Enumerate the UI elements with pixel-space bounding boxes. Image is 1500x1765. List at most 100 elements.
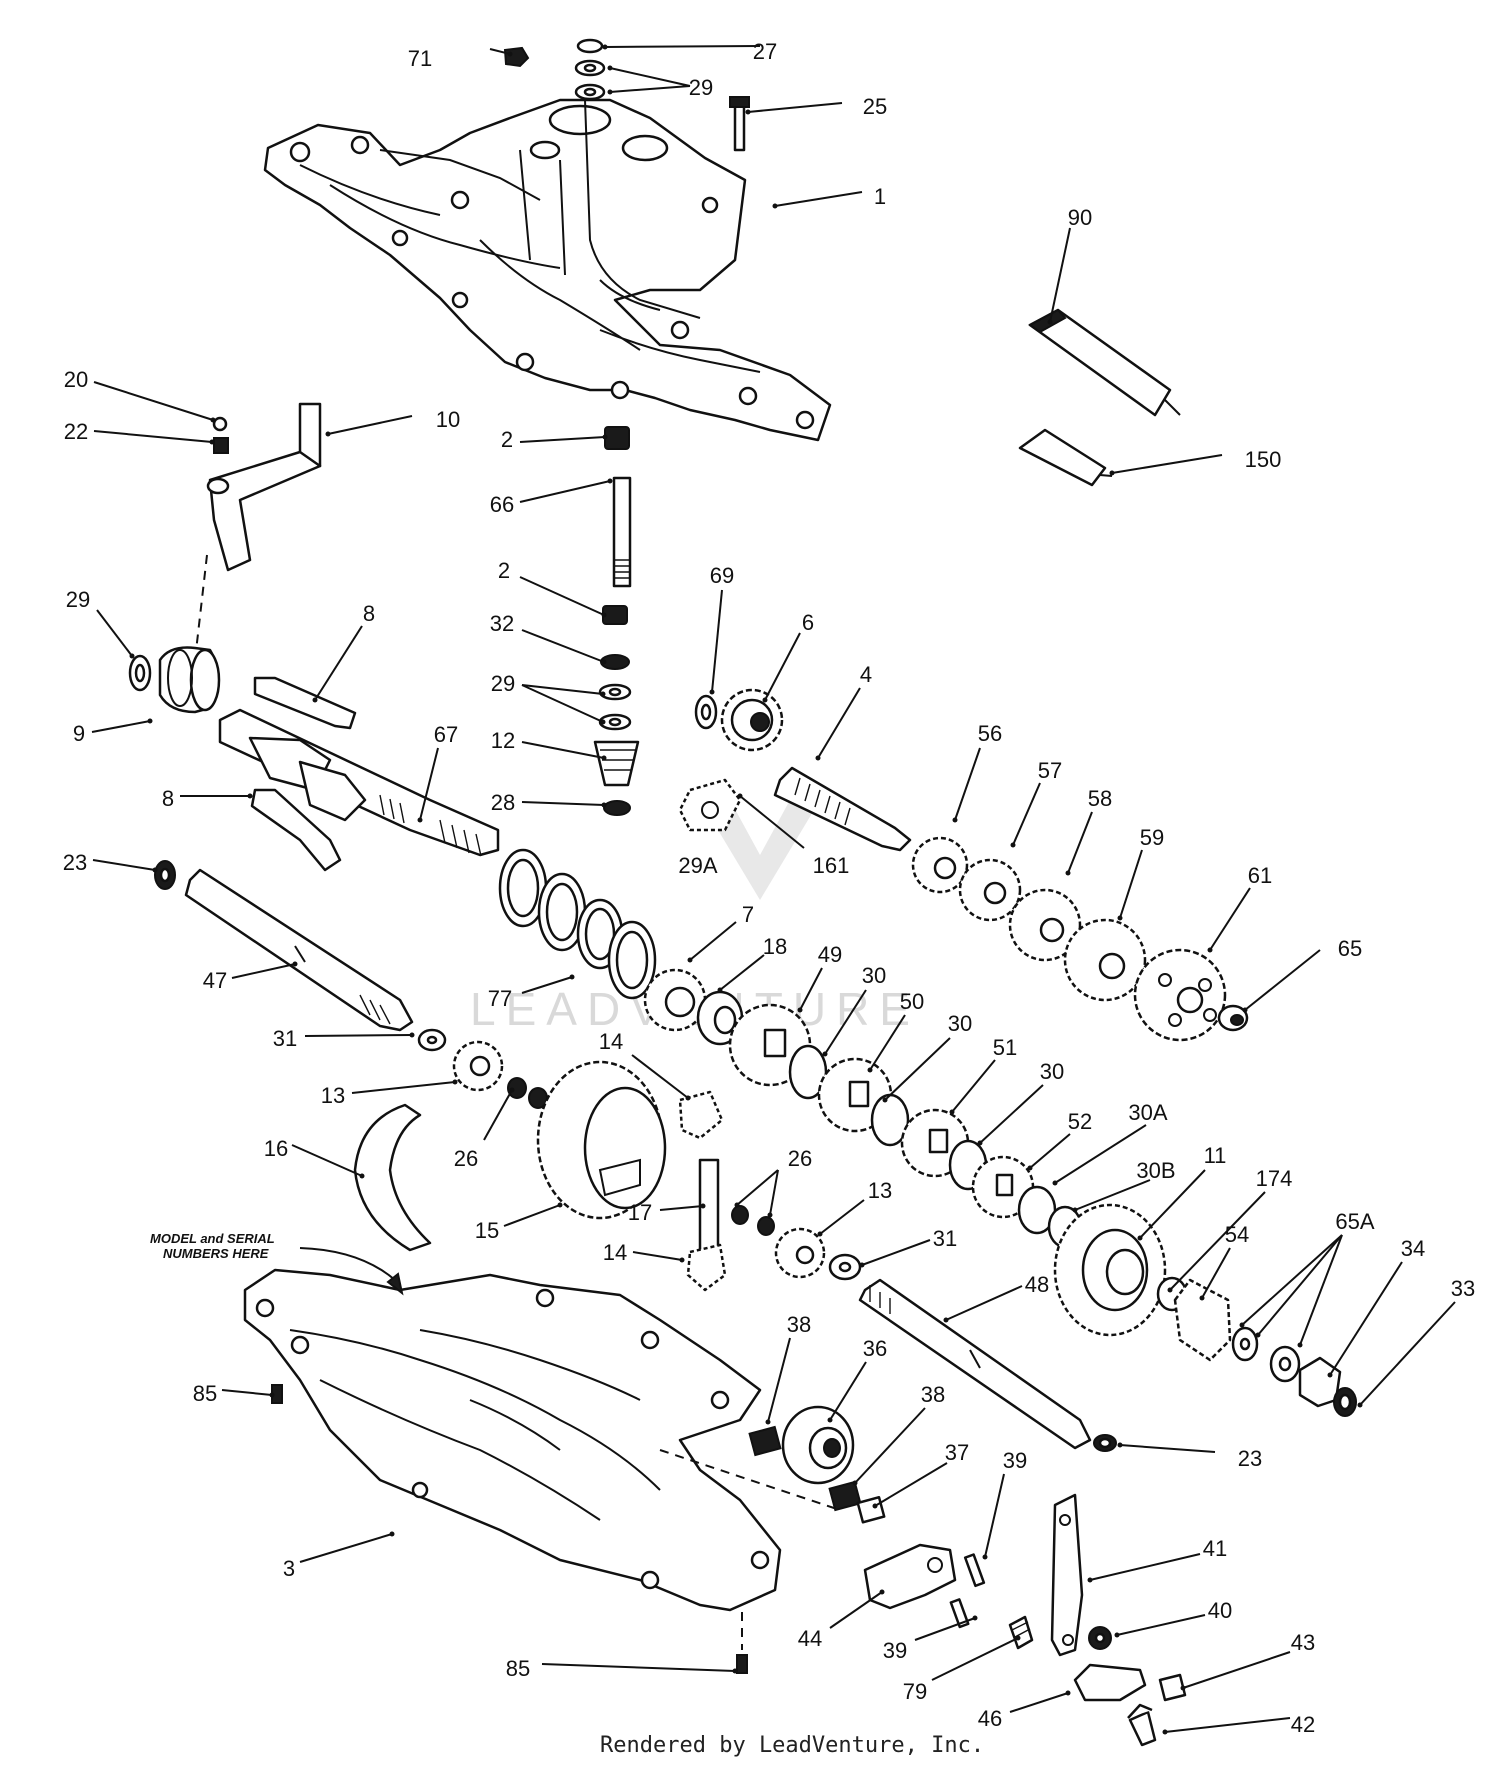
leader-tip-c39b xyxy=(972,1615,978,1621)
callout-c20: 20 xyxy=(64,367,88,392)
callout-c7: 7 xyxy=(742,902,754,927)
leader-tip-c4 xyxy=(815,755,821,761)
leader-line-c23b xyxy=(1119,1444,1216,1453)
leader-line-c37 xyxy=(874,1462,948,1507)
leader-tip-c71 xyxy=(507,51,513,57)
leader-tip-c25 xyxy=(745,109,751,115)
callout-c52: 52 xyxy=(1068,1109,1092,1134)
leader-line-c79 xyxy=(931,1637,1019,1681)
leader-line-c54 xyxy=(1201,1247,1231,1299)
callout-c65: 65 xyxy=(1338,936,1362,961)
callout-c17: 17 xyxy=(628,1200,652,1225)
callout-c3: 3 xyxy=(283,1556,295,1581)
leader-tip-c47 xyxy=(292,961,298,967)
leader-tip-c9 xyxy=(147,718,153,724)
leader-line-c38a xyxy=(767,1337,791,1423)
leader-tip-c57 xyxy=(1010,842,1016,848)
callout-c39a: 39 xyxy=(1003,1448,1027,1473)
leader-line-c13b xyxy=(819,1199,865,1235)
leader-tip-c46 xyxy=(1065,1690,1071,1696)
leader-line-c12 xyxy=(521,741,605,759)
leader-line-c65A3 xyxy=(1241,1234,1343,1326)
leader-tip-c30a xyxy=(822,1051,828,1057)
leader-tip-c65 xyxy=(1242,1007,1248,1013)
leader-tip-c26a xyxy=(509,1087,515,1093)
callout-c41: 41 xyxy=(1203,1536,1227,1561)
leader-line-c25 xyxy=(747,102,843,113)
leader-tip-c51 xyxy=(949,1109,955,1115)
callout-c30A: 30A xyxy=(1128,1100,1167,1125)
callout-c14b: 14 xyxy=(603,1240,627,1265)
vertical-shaft-stack xyxy=(593,426,640,816)
leader-tip-c38b xyxy=(852,1480,858,1486)
leader-tip-c30A xyxy=(1052,1180,1058,1186)
leader-line-c49 xyxy=(799,967,823,1011)
callout-c85a: 85 xyxy=(193,1381,217,1406)
leader-line-c30B xyxy=(1074,1179,1151,1211)
lower-housing xyxy=(243,1268,841,1674)
callout-c37: 37 xyxy=(945,1440,969,1465)
callout-c13a: 13 xyxy=(321,1083,345,1108)
leader-line-c57 xyxy=(1012,782,1041,846)
callout-c18: 18 xyxy=(763,934,787,959)
leader-line-c30c xyxy=(979,1084,1044,1144)
leader-tip-c36 xyxy=(827,1417,833,1423)
leader-line-c46 xyxy=(1009,1692,1069,1713)
leader-line-c10 xyxy=(327,415,413,435)
callout-c65A: 65A xyxy=(1335,1209,1374,1234)
gear-stack-upper xyxy=(911,836,1249,1042)
callout-c43: 43 xyxy=(1291,1630,1315,1655)
leader-line-c4 xyxy=(817,687,861,759)
rings-77 xyxy=(498,848,657,1000)
leader-tip-c2a xyxy=(602,434,608,440)
leader-line-c2a xyxy=(519,436,606,443)
leader-tip-c150 xyxy=(1109,470,1115,476)
shaft-48 xyxy=(774,1227,1117,1452)
leader-tip-c13a xyxy=(452,1079,458,1085)
leader-line-c71 xyxy=(489,48,511,55)
leader-line-c34 xyxy=(1329,1261,1403,1376)
callout-c34: 34 xyxy=(1401,1236,1425,1261)
leader-tip-c90 xyxy=(1047,319,1053,325)
leader-tip-c85b xyxy=(732,1668,738,1674)
callout-c59: 59 xyxy=(1140,825,1164,850)
leader-line-c43 xyxy=(1182,1651,1291,1689)
leader-line-c23a xyxy=(92,859,156,871)
leader-line-c29a xyxy=(609,67,691,87)
leader-tip-c77 xyxy=(569,974,575,980)
callout-c47: 47 xyxy=(203,968,227,993)
leader-line-c29c xyxy=(521,684,604,695)
shim-16 xyxy=(353,1103,432,1252)
input-shaft-4 xyxy=(678,688,912,852)
callout-c15: 15 xyxy=(475,1218,499,1243)
leader-tip-c29a xyxy=(607,65,613,71)
callout-c28: 28 xyxy=(491,790,515,815)
leader-line-c26b xyxy=(736,1169,779,1206)
leader-tip-c16 xyxy=(359,1173,365,1179)
leader-tip-c59 xyxy=(1117,915,1123,921)
leader-line-c66 xyxy=(519,480,611,503)
leader-line-c39a xyxy=(984,1473,1005,1558)
leader-tip-c8b xyxy=(247,793,253,799)
callout-c36: 36 xyxy=(863,1336,887,1361)
leader-tip-c30c xyxy=(977,1140,983,1146)
top-hardware xyxy=(503,38,750,152)
callout-c67: 67 xyxy=(434,722,458,747)
leader-line-c65A2 xyxy=(1299,1234,1343,1346)
leader-tip-c7 xyxy=(687,957,693,963)
leader-line-c38b xyxy=(854,1407,926,1484)
leader-tip-c65A2 xyxy=(1297,1342,1303,1348)
leader-tip-c85a xyxy=(269,1392,275,1398)
leader-tip-c26b2 xyxy=(767,1212,773,1218)
callout-c29a: 29 xyxy=(689,75,713,100)
callout-c161: 161 xyxy=(813,853,850,878)
main-shaft xyxy=(218,708,500,857)
callout-c57: 57 xyxy=(1038,758,1062,783)
leader-tip-c23a xyxy=(152,867,158,873)
callout-c12: 12 xyxy=(491,728,515,753)
leader-line-c41 xyxy=(1089,1553,1201,1581)
leader-tip-c67 xyxy=(417,817,423,823)
callout-c90: 90 xyxy=(1068,205,1092,230)
leader-line-c9 xyxy=(91,720,151,733)
leader-tip-c61 xyxy=(1207,947,1213,953)
